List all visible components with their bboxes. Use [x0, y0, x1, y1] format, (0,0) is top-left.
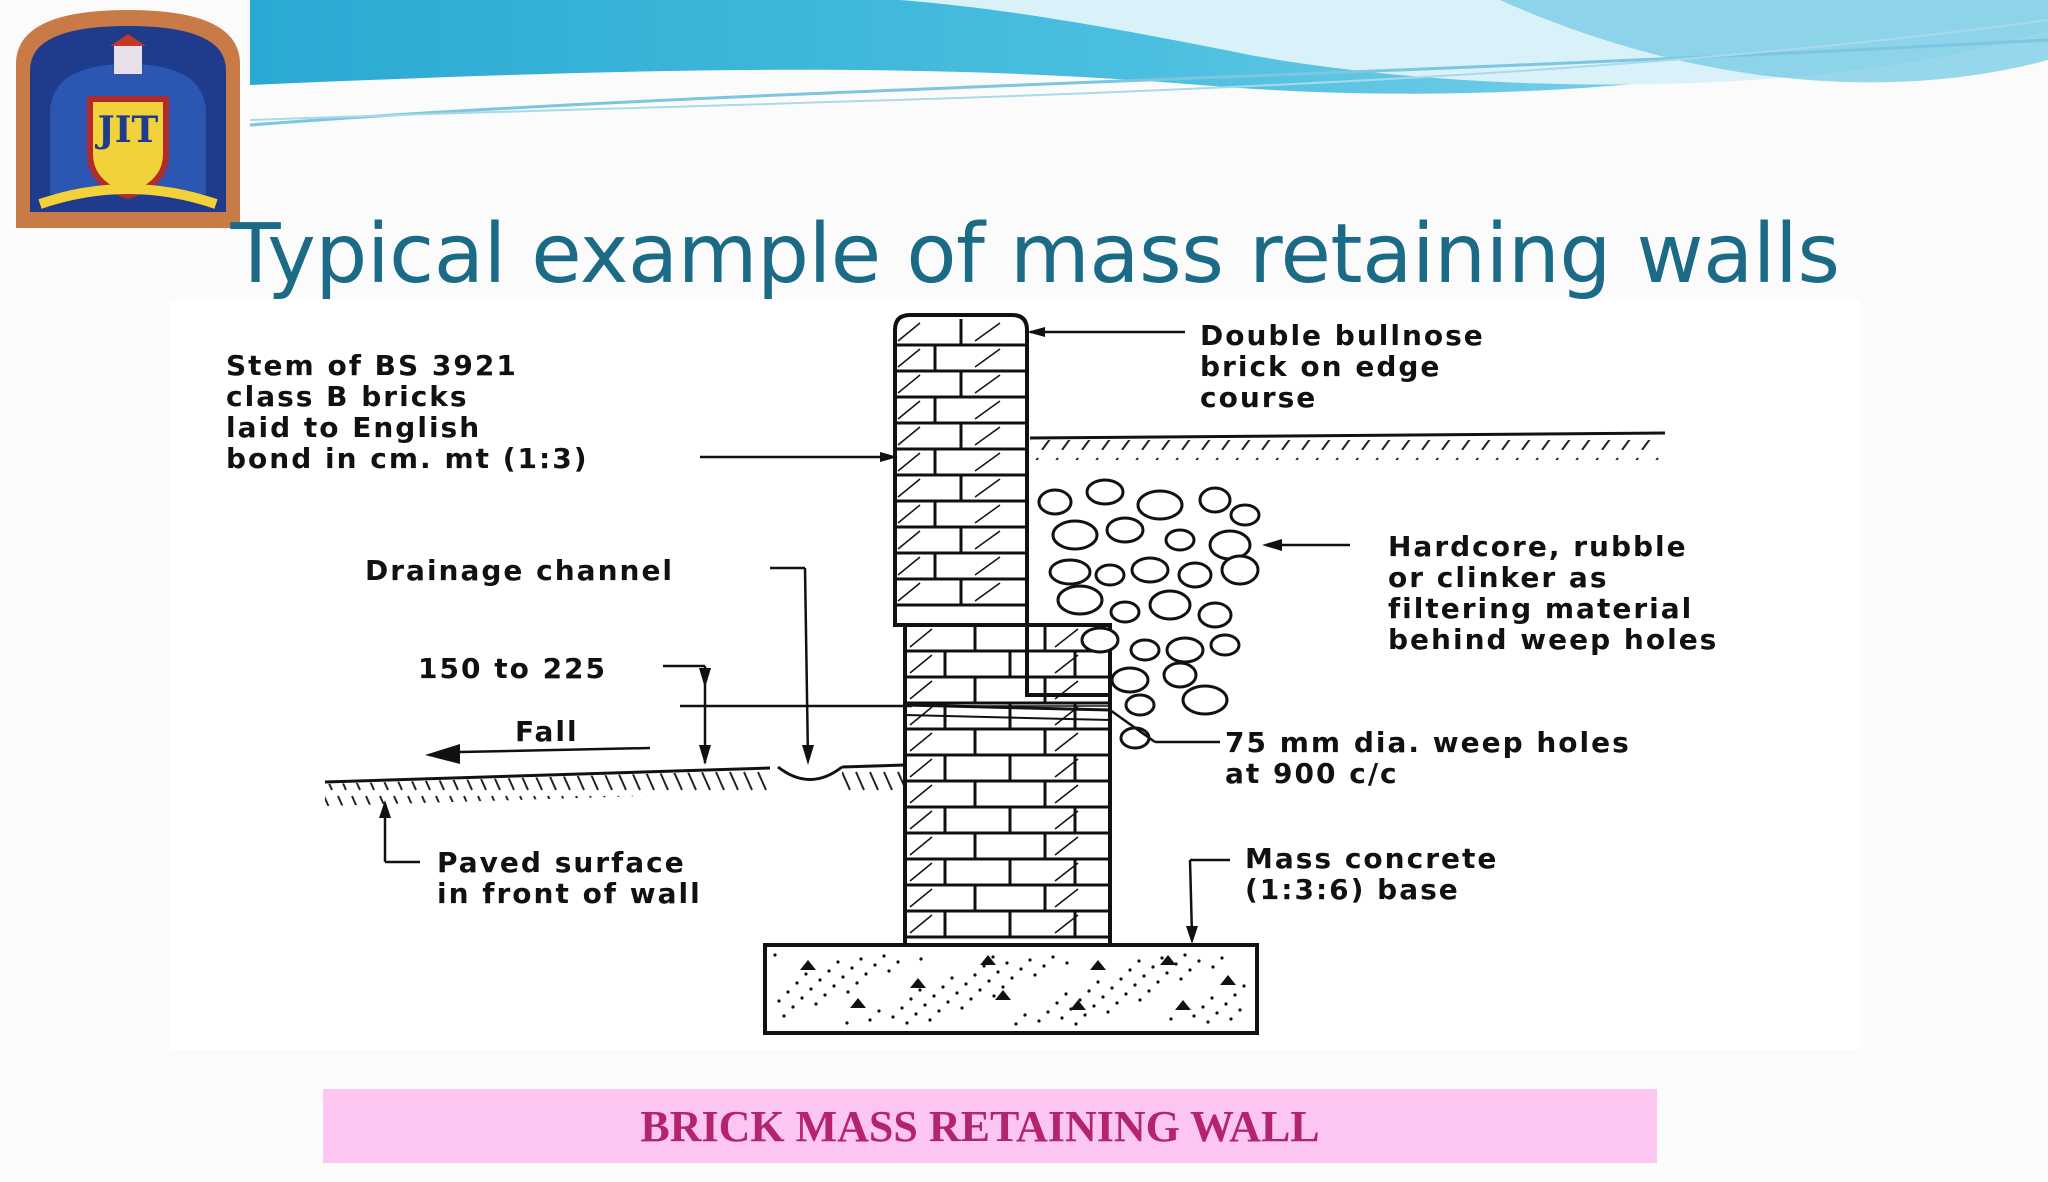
concrete-base-label-line-2: (1:3:6) base	[1245, 873, 1460, 906]
bullnose-label-line-2: brick on edge	[1200, 350, 1441, 383]
brick-wall-stem	[893, 313, 1029, 627]
paved-surface-label-line-2: in front of wall	[437, 877, 702, 910]
stem-label-line-2: class B bricks	[226, 380, 469, 413]
caption-text: BRICK MASS RETAINING WALL	[640, 1101, 1320, 1151]
weep-holes-label-line-2: at 900 c/c	[1225, 757, 1399, 790]
retained-ground-line	[1029, 431, 1666, 440]
hardcore-label-line-3: filtering material	[1388, 592, 1693, 625]
fall-label: Fall	[515, 715, 579, 748]
drainage-channel-label: Drainage channel	[365, 554, 674, 587]
retained-ground-hatch	[1030, 440, 1660, 460]
hardcore-label-line-4: behind weep holes	[1388, 623, 1718, 656]
bullnose-label-line-3: course	[1200, 381, 1317, 414]
stem-label-line-3: laid to English	[226, 411, 481, 444]
hardcore-label-line-2: or clinker as	[1388, 561, 1609, 594]
jit-college-crest-icon: JIT	[16, 10, 240, 228]
hardcore-rubble	[1037, 478, 1261, 750]
brick-wall-base	[903, 623, 1112, 947]
stem-label-line-1: Stem of BS 3921	[226, 349, 518, 382]
paved-surface-label-line-1: Paved surface	[437, 846, 686, 879]
caption-banner: BRICK MASS RETAINING WALL	[323, 1089, 1657, 1163]
paved-surface-line	[324, 766, 771, 784]
stem-label-line-4: bond in cm. mt (1:3)	[226, 442, 589, 475]
depth-label: 150 to 225	[418, 652, 607, 685]
bullnose-label-line-1: Double bullnose	[1200, 319, 1485, 352]
weep-holes-label-line-1: 75 mm dia. weep holes	[1225, 726, 1631, 759]
hardcore-label-line-1: Hardcore, rubble	[1388, 530, 1688, 563]
mass-concrete-base	[763, 943, 1259, 1035]
concrete-base-label-line-1: Mass concrete	[1245, 842, 1498, 875]
drainage-channel	[777, 765, 843, 781]
header-wave-decoration	[249, 0, 2048, 127]
weep-hole	[904, 703, 1111, 712]
page-title: Typical example of mass retaining walls	[230, 207, 1840, 302]
retaining-wall-diagram: Stem of BS 3921 class B bricks laid to E…	[170, 300, 1860, 1050]
logo-text: JIT	[95, 109, 159, 151]
